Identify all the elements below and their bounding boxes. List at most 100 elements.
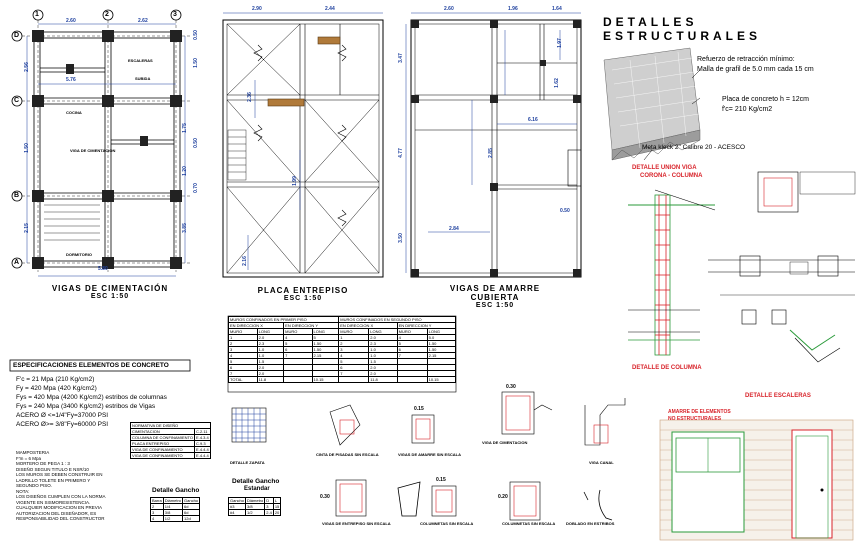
table-cell bbox=[396, 376, 428, 383]
axis-1: 1 bbox=[35, 11, 39, 18]
gancho-2-title-1: Detalle Gancho bbox=[232, 478, 280, 485]
table-cell: 11.8 bbox=[256, 376, 285, 383]
label-escaleras: ESCALERAS bbox=[128, 58, 153, 63]
brick-wall-detail bbox=[659, 419, 854, 541]
spec-line-2: Fy = 420 Mpa (420 Kg/cm2) bbox=[16, 385, 97, 392]
axis-D: D bbox=[14, 32, 20, 39]
axis-3: 3 bbox=[173, 11, 177, 18]
column-title: DETALLE DE COLUMNA bbox=[632, 365, 702, 371]
slab-plan bbox=[222, 12, 384, 278]
wall-title-2: NO ESTRUCTURALES bbox=[668, 416, 722, 422]
union-title-2: CORONA - COLUMNA bbox=[640, 173, 703, 179]
roof-dim-5: 2.84 bbox=[449, 226, 459, 232]
spec-note-5: LOS MUROS SE DEBEN CONSTRUIR EN bbox=[16, 472, 103, 477]
sec-dim-c: 0.30 bbox=[320, 494, 330, 500]
gancho-1-title: Detalle Gancho bbox=[152, 487, 200, 494]
design-cell: E.4.4.4 bbox=[194, 452, 211, 459]
slab-title: PLACA ENTREPISO ESC 1:50 bbox=[228, 286, 378, 302]
spec-note-12: AUTORIZACION DEL DISEÑADOR, ES bbox=[16, 510, 97, 516]
specs-list: F'c = 21 Mpa (210 Kg/cm2) Fy = 420 Mpa (… bbox=[16, 375, 167, 429]
spec-notes: MAMPOSTERIA F'm = 6 Mpa MORTERO DE PEGA … bbox=[16, 450, 106, 522]
stairs-title: DETALLE ESCALERAS bbox=[745, 393, 811, 399]
slab-notes: Refuerzo de retracción mínimo: Malla de … bbox=[697, 55, 814, 75]
slab-notes-2: Placa de concreto h = 12cm f'c= 210 Kg/c… bbox=[722, 95, 809, 115]
foundation-title-text: VIGAS DE CIMENTACIÓN bbox=[51, 284, 169, 293]
foundation-plan bbox=[11, 9, 190, 277]
sec-cimentacion: VIGA DE CIMENTACION bbox=[482, 440, 528, 445]
spec-line-6: ACERO Ø>= 3/8"Fy=60000 PSI bbox=[16, 421, 109, 428]
design-cell: C.2.11 bbox=[194, 428, 211, 435]
table-cell: 4 bbox=[150, 515, 164, 522]
dim-left-1: 2.56 bbox=[23, 62, 30, 72]
spec-note-10: VIGENTE EN SISMORESISTENCIA. bbox=[16, 499, 91, 505]
details-title-1: DETALLES bbox=[603, 15, 698, 29]
spec-line-4: Fys = 240 Mpa (3400 Kg/cm2) estribos de … bbox=[16, 403, 156, 410]
sec-columnetas-2: COLUMNETAS SIN ESCALA bbox=[502, 521, 556, 526]
table-cell: 11.8 bbox=[368, 376, 398, 383]
axis-A: A bbox=[14, 259, 20, 266]
slab-3d-detail bbox=[603, 47, 701, 161]
label-cocina: COCINA bbox=[66, 110, 82, 115]
muros-table: MUROS CONFINADOS EN PRIMER PISO MUROS CO… bbox=[227, 316, 457, 383]
roof-dim-7: 3.50 bbox=[397, 233, 404, 243]
dim-right-1: 0.50 bbox=[192, 30, 199, 40]
label-viga: VIGA DE CIMENTACION bbox=[70, 148, 116, 153]
slab-dim-1: 2.90 bbox=[252, 6, 262, 12]
spec-line-3: Fys = 420 Mpa (4200 Kg/cm2) estribos de … bbox=[16, 394, 167, 401]
table-cell: 2.4 bbox=[264, 509, 274, 516]
wall-title-1: AMARRE DE ELEMENTOS bbox=[668, 409, 731, 415]
table-cell: #4 bbox=[227, 509, 247, 516]
dim-right-7: 3.85 bbox=[181, 223, 188, 233]
axis-C: C bbox=[14, 97, 20, 104]
spec-note-4: DISEÑO SEGUN TITULO E NSR/10 bbox=[16, 466, 89, 472]
table-cell: 10.15 bbox=[426, 376, 457, 383]
spec-note-7: SEGUNDO PISO. bbox=[16, 483, 53, 488]
gancho-2-title-2: Estandar bbox=[244, 486, 270, 492]
spec-note-3: MORTERO DE PEGA 1 : 3 bbox=[16, 461, 70, 466]
slab-dim-3: 2.36 bbox=[246, 92, 253, 102]
table-cell: 12d bbox=[182, 515, 201, 522]
axis-2: 2 bbox=[105, 11, 109, 18]
sec-entrepiso: VIGAS DE ENTREPISO SIN ESCALA bbox=[322, 521, 391, 526]
union-title-1: DETALLE UNION VIGA bbox=[632, 165, 697, 171]
spec-note-9: LOS DISEÑOS CUMPLEN CON LA NORMA bbox=[16, 494, 106, 499]
slab-title-text: PLACA ENTREPISO bbox=[257, 286, 349, 295]
table-cell bbox=[338, 376, 370, 383]
roof-title: VIGAS DE AMARRE CUBIERTA ESC 1:50 bbox=[440, 284, 550, 309]
spec-line-5: ACERO Ø <=1/4"Fy=37000 PSI bbox=[16, 412, 109, 419]
label-subida: SUBIDA bbox=[135, 76, 151, 81]
dim-right-6: 0.70 bbox=[192, 183, 199, 193]
dim-right-3: 1.75 bbox=[181, 123, 188, 133]
table-header-cell: Diámetro bbox=[245, 497, 266, 504]
specs-header: ESPECIFICACIONES ELEMENTOS DE CONCRETO bbox=[13, 362, 169, 369]
spec-note-8: NOTA: bbox=[16, 488, 30, 494]
dim-left-3: 2.15 bbox=[23, 223, 30, 233]
spec-note-1: MAMPOSTERIA bbox=[16, 450, 50, 455]
sec-gancho: DOBLADO EN ESTRIBOS bbox=[566, 521, 615, 526]
sec-amarre: VIGAS DE AMARRE SIN ESCALA bbox=[398, 452, 461, 457]
foundation-title: VIGAS DE CIMENTACIÓN ESC 1:50 bbox=[30, 284, 190, 300]
roof-dim-9: 3.47 bbox=[397, 53, 404, 63]
details-title: DETALLES ESTRUCTURALES bbox=[603, 15, 761, 43]
dim-right-4: 0.50 bbox=[192, 138, 199, 148]
sec-columnetas-1: COLUMNETAS SIN ESCALA bbox=[420, 521, 474, 526]
roof-dim-1: 2.60 bbox=[444, 6, 454, 12]
dim-right-5: 1.20 bbox=[181, 166, 188, 176]
sec-canal: VIGA CANAL bbox=[589, 460, 614, 465]
slab-dim-5: 2.16 bbox=[241, 256, 248, 266]
table-cell: 20 bbox=[272, 509, 282, 516]
spec-note-2: F'm = 6 Mpa bbox=[16, 455, 41, 461]
table-header-cell: Gancho bbox=[182, 497, 201, 504]
roof-dim-8: 4.77 bbox=[397, 148, 404, 158]
roof-dim-12: 1.97 bbox=[556, 38, 563, 48]
label-dormitorio: DORMITORIO bbox=[66, 252, 92, 257]
spec-note-6: LADRILLO TOLETE EN PRIMERO Y bbox=[16, 477, 91, 483]
